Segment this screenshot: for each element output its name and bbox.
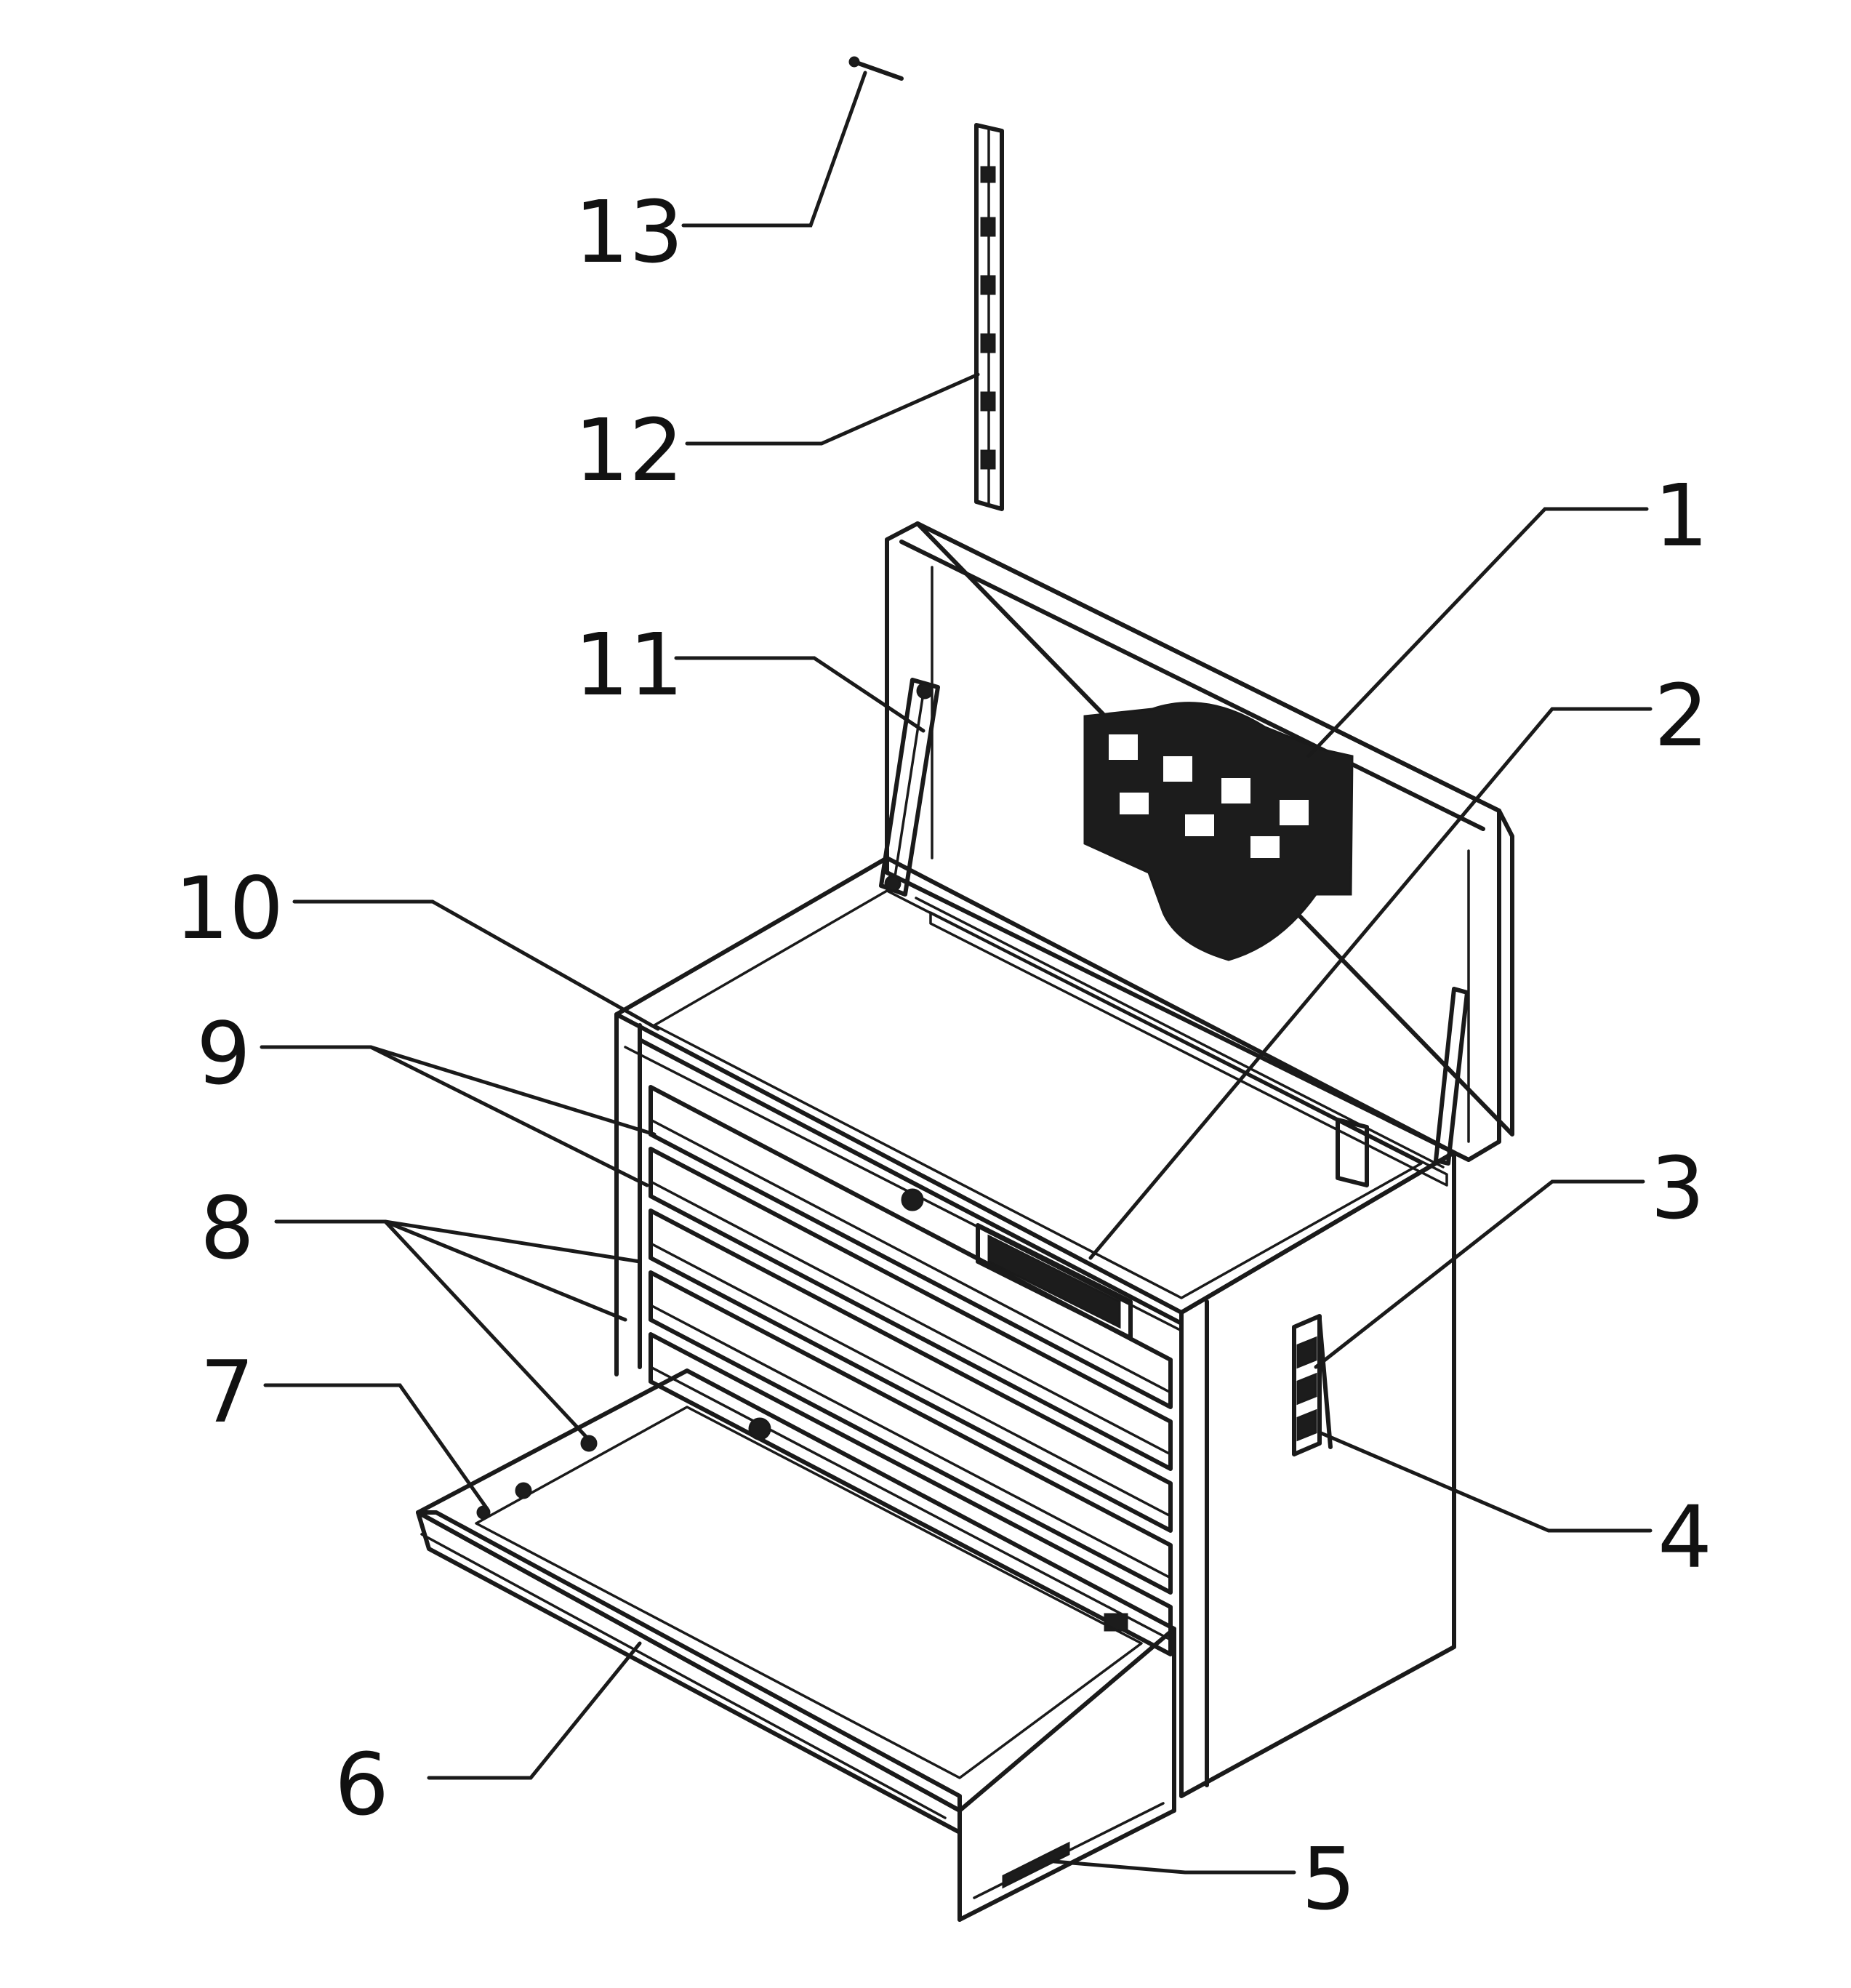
callout-11: 11 [574,614,683,715]
callout-10: 10 [174,858,284,958]
callout-6: 6 [334,1734,389,1835]
leader-8a [274,1219,642,1264]
lid-stay-right [1336,987,1469,1187]
callout-1: 1 [1654,465,1709,566]
callout-7: 7 [200,1342,254,1442]
leader-8c [383,1219,591,1442]
drawer-slide [1002,1841,1070,1889]
callout-9: 9 [196,1003,251,1104]
leader-6 [427,1641,642,1780]
callout-2: 2 [1654,665,1709,766]
leader-8b [383,1219,627,1322]
leader-9b [369,1045,649,1187]
callout-13: 13 [574,182,683,282]
drawers [649,1085,1173,1656]
leader-2 [1088,707,1653,1260]
callout-8: 8 [200,1178,254,1278]
pin-part-13 [848,56,904,81]
leader-10 [292,899,660,1031]
lid [885,521,1514,1162]
chest-body [614,856,1456,1798]
leader-12 [685,372,980,446]
leader-4 [1317,1430,1653,1533]
open-drawer [416,1368,1176,1922]
leader-7 [263,1383,489,1511]
emblem-logo [1083,702,1354,961]
leader-13 [681,71,867,228]
callout-12: 12 [574,400,683,500]
side-handle [1292,1314,1333,1456]
callout-5: 5 [1301,1829,1356,1929]
lid-stay-part-11 [879,678,940,897]
leader-11 [674,656,926,733]
leader-lines [260,71,1653,1875]
drawer-3 [649,1209,1173,1533]
callout-3: 3 [1650,1138,1705,1238]
callout-labels: 13 12 1 11 2 10 9 3 8 7 4 6 5 [174,182,1712,1929]
leader-5 [1052,1859,1296,1875]
leader-3 [1314,1179,1645,1369]
callout-4: 4 [1658,1487,1712,1587]
leader-1 [1306,507,1649,758]
hinge-strip-part-12 [974,123,1004,511]
